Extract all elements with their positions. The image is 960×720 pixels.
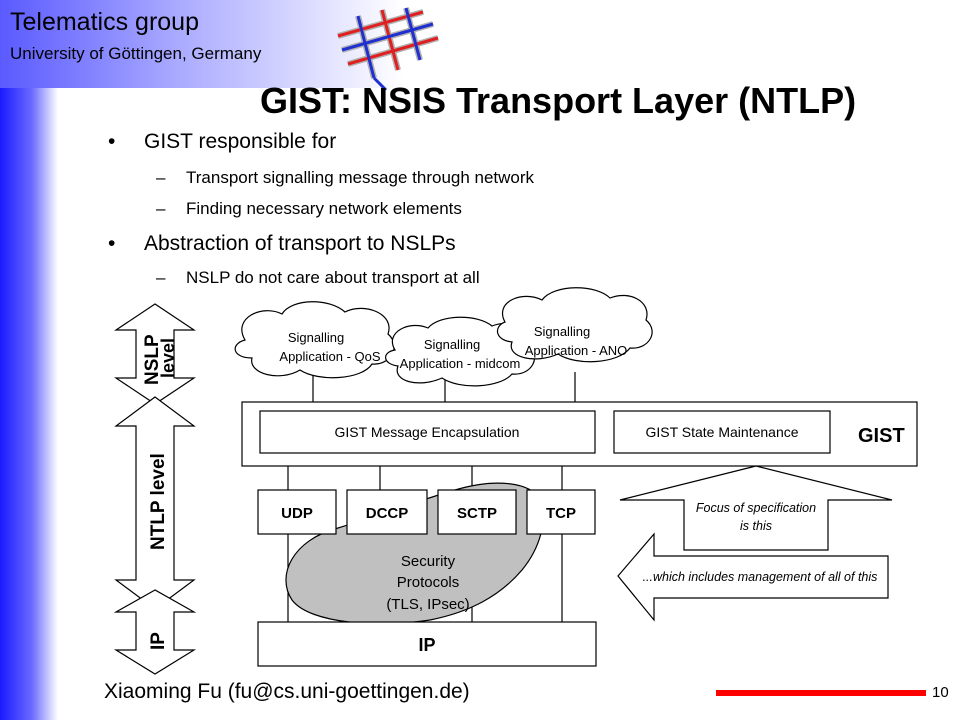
cloud-ano-line2: Application - ANO (525, 343, 628, 358)
udp-label: UDP (281, 505, 313, 522)
org-title: Telematics group (10, 8, 199, 36)
gist-label: GIST (858, 425, 905, 447)
gist-state-maintenance-label: GIST State Maintenance (645, 424, 798, 440)
focus-arrow (619, 465, 893, 551)
security-line3: (TLS, IPsec) (386, 596, 469, 613)
sctp-label: SCTP (457, 505, 497, 522)
ip-box (257, 621, 597, 667)
focus-arrow-line1: Focus of specification (696, 501, 816, 515)
gist-message-encapsulation-label: GIST Message Encapsulation (335, 424, 520, 440)
header-band (0, 0, 960, 88)
org-subtitle: University of Göttingen, Germany (10, 44, 262, 63)
nslp-level-label: NSLP (142, 334, 163, 385)
page-number: 10 (932, 684, 949, 701)
cloud-midcom-line2: Application - midcom (400, 356, 521, 371)
focus-arrow-line2: is this (740, 519, 772, 533)
bullet-gist-responsible: •GIST responsible for (108, 130, 337, 153)
udp-box (257, 489, 337, 535)
ip-level-arrow (113, 589, 197, 675)
dccp-label: DCCP (366, 505, 409, 522)
sctp-box (437, 489, 517, 535)
cloud-ano (497, 287, 653, 363)
cloud-qos-line1: Signalling (288, 330, 344, 345)
cloud-midcom-line1: Signalling (424, 337, 480, 352)
cloud-ano-line1: Signalling (534, 324, 590, 339)
nslp-level-word: level (158, 338, 178, 378)
cloud-qos-line2: Application - QoS (279, 349, 380, 364)
footer-red-bar (716, 690, 926, 696)
bullet-abstraction: •Abstraction of transport to NSLPs (108, 232, 456, 255)
includes-arrow (617, 532, 889, 622)
sub-bullet-transport: –Transport signalling message through ne… (156, 168, 535, 187)
slide-title: GIST: NSIS Transport Layer (NTLP) (260, 80, 857, 121)
tcp-box (526, 489, 596, 535)
ip-box-label: IP (418, 635, 435, 655)
dccp-box (346, 489, 428, 535)
tcp-label: TCP (546, 505, 576, 522)
cloud-midcom (385, 316, 535, 387)
gist-message-encapsulation-box (259, 410, 596, 454)
ip-level-label: IP (148, 632, 169, 650)
footer-author: Xiaoming Fu (fu@cs.uni-goettingen.de) (104, 680, 470, 703)
sidebar-gradient (0, 0, 58, 720)
sub-bullet-nslp: –NSLP do not care about transport at all (156, 268, 480, 287)
includes-arrow-label: ...which includes management of all of t… (643, 570, 878, 584)
security-line2: Protocols (397, 574, 460, 591)
sub-bullet-finding: –Finding necessary network elements (156, 199, 462, 218)
gist-state-maintenance-box (613, 410, 831, 454)
ntlp-level-label: NTLP level (148, 453, 169, 550)
security-line1: Security (401, 553, 456, 570)
network-grid-logo-icon (337, 7, 439, 92)
